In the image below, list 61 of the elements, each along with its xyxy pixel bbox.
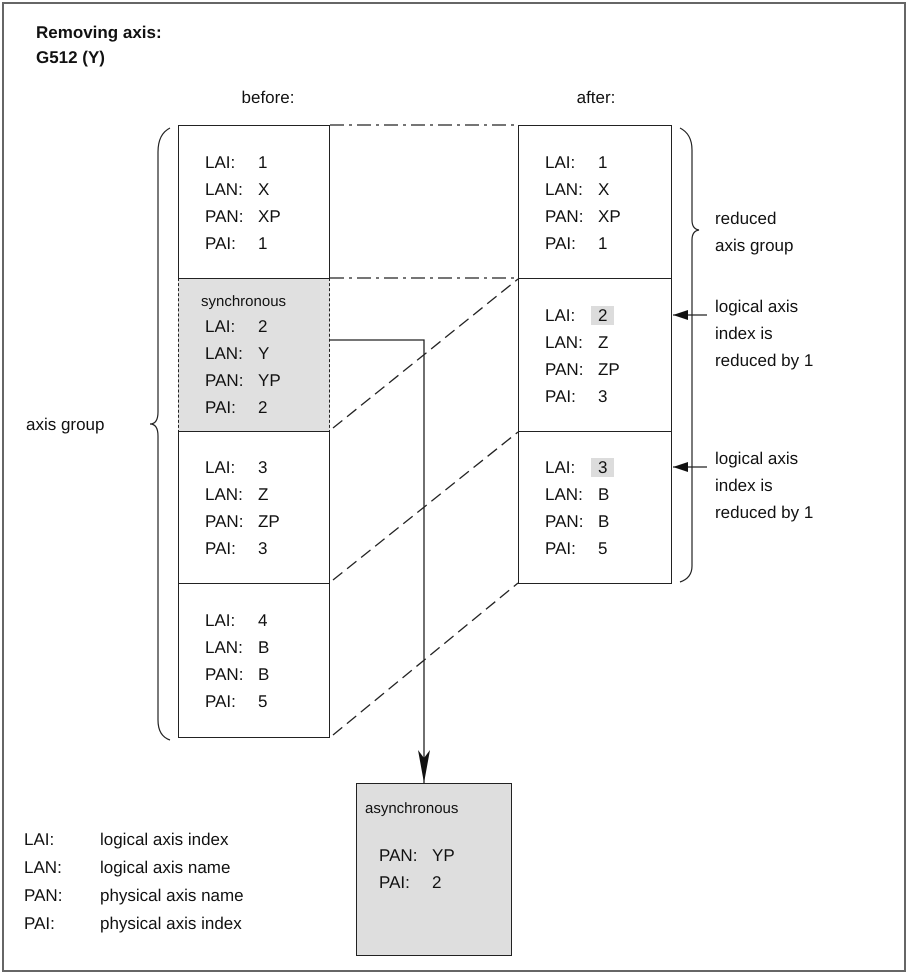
- axis-entry: LAI: 4: [205, 610, 268, 632]
- axis-entry: PAI: 5: [205, 690, 268, 712]
- axis-entry: LAN: B: [545, 484, 610, 506]
- axis-entry: LAN: Z: [545, 332, 610, 354]
- axis-entry: LAN: X: [545, 178, 610, 200]
- axis-entry: PAN: ZP: [205, 511, 281, 533]
- axis-entry: PAN: XP: [205, 206, 282, 228]
- axis-box: [356, 783, 512, 956]
- axis-box: [518, 278, 672, 433]
- axis-entry: PAI: 2: [205, 396, 268, 418]
- title: Removing axis: G512 (Y): [36, 22, 163, 69]
- column-heading: before:: [240, 87, 296, 109]
- axis-entry: LAI: 3: [205, 457, 268, 479]
- axis-box: [178, 278, 330, 433]
- arrow: [330, 339, 430, 783]
- axis-entry: LAN: B: [205, 636, 270, 658]
- note-text: logical axis index is reduced by 1: [715, 445, 830, 526]
- arrow: [673, 310, 707, 320]
- axis-entry: LAI: 2: [545, 302, 671, 328]
- axis-entry: LAI: 1: [545, 152, 608, 174]
- axis-entry: PAI: 3: [545, 386, 608, 408]
- axis-entry: PAN: YP: [205, 370, 282, 392]
- axis-entry: LAI: 3: [545, 454, 671, 480]
- axis-entry: LAN: Y: [205, 342, 270, 364]
- projection-line: [332, 278, 518, 428]
- axis-entry: PAI: 2: [379, 872, 442, 894]
- axis-entry: PAI: 5: [545, 538, 608, 560]
- abbreviation-definition: logical axis index: [100, 829, 230, 851]
- arrow: [673, 462, 707, 472]
- abbreviation: PAN:: [24, 885, 64, 907]
- abbreviation-definition: logical axis name: [100, 857, 232, 879]
- axis-entry: PAN: ZP: [545, 358, 621, 380]
- abbreviation: LAN:: [24, 857, 63, 879]
- axis-box: [178, 431, 330, 585]
- abbreviation: PAI:: [24, 913, 56, 935]
- axis-box: [178, 583, 330, 738]
- abbreviation: LAI:: [24, 829, 56, 851]
- projection-line: [332, 582, 518, 736]
- axis-entry: PAN: XP: [545, 206, 622, 228]
- axis-entry: LAN: X: [205, 178, 270, 200]
- axis-entry: LAI: 1: [205, 152, 268, 174]
- abbreviation-definition: physical axis name: [100, 885, 245, 907]
- axis-entry: PAI: 1: [205, 232, 268, 254]
- axis-entry: PAN: B: [205, 664, 270, 686]
- axis-box: [518, 431, 672, 584]
- axis-entry: PAI: 1: [545, 232, 608, 254]
- axis-box: [518, 125, 672, 280]
- projection-line: [332, 432, 518, 580]
- axis-box: [178, 125, 330, 280]
- heading-text: asynchronous: [365, 799, 460, 819]
- axis-entry: LAN: Z: [205, 484, 270, 506]
- column-heading: after:: [576, 87, 616, 109]
- axis-entry: PAN: YP: [379, 845, 456, 867]
- brace-label: reduced axis group: [715, 208, 794, 257]
- note-text: logical axis index is reduced by 1: [715, 293, 830, 374]
- axis-entry: LAI: 2: [205, 316, 268, 338]
- heading-text: synchronous: [201, 292, 288, 312]
- brace-label: axis group: [26, 414, 106, 436]
- axis-entry: PAN: B: [545, 510, 610, 532]
- abbreviation-definition: physical axis index: [100, 913, 243, 935]
- axis-entry: PAI: 3: [205, 538, 268, 560]
